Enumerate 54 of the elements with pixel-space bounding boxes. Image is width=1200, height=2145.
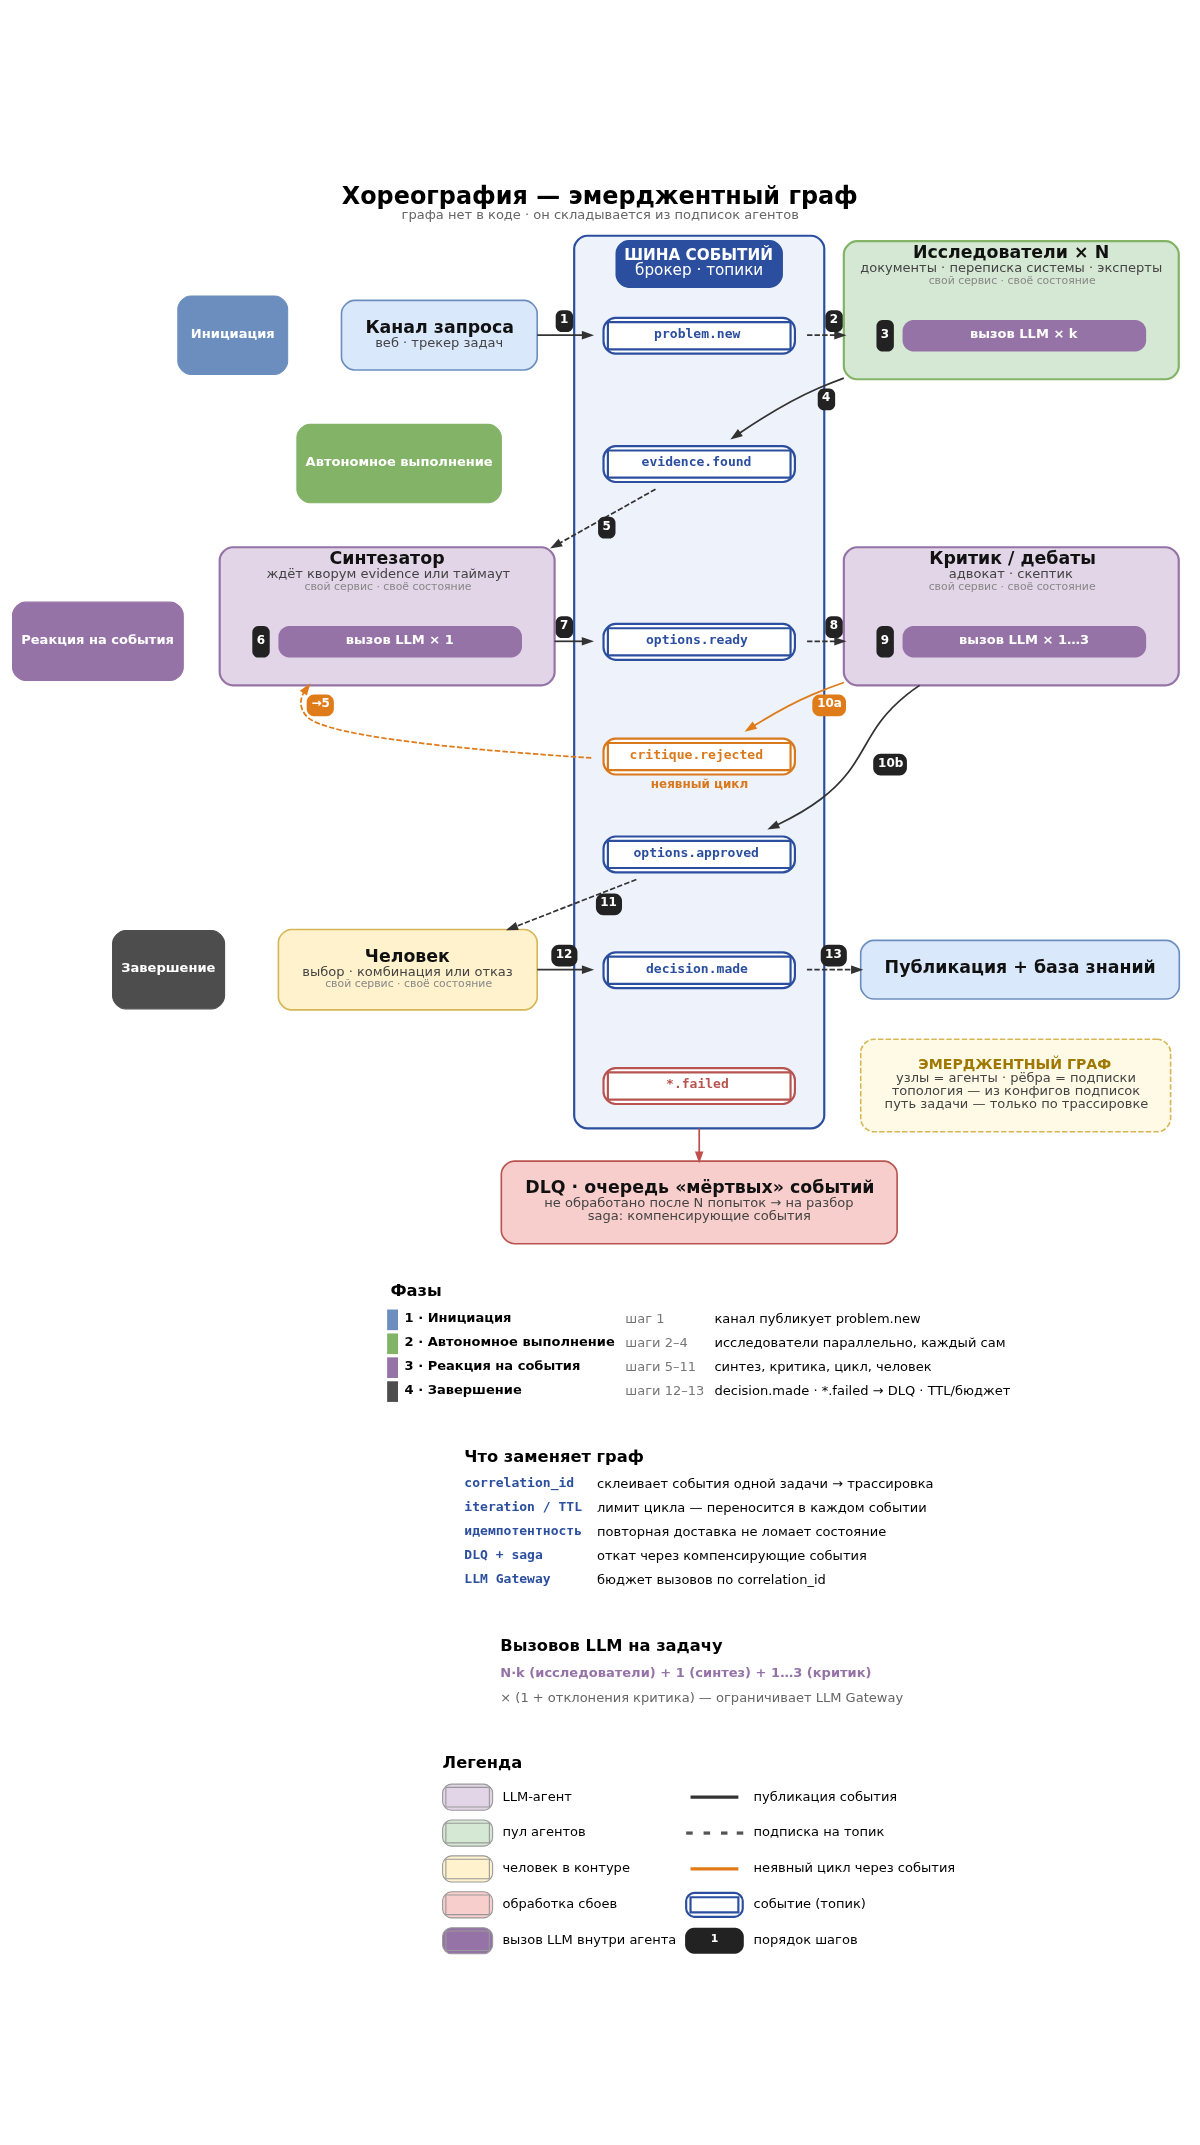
label: Что заменяет граф: [464, 1446, 644, 1466]
label: канал публикует problem.new: [714, 1310, 921, 1326]
label: лимит цикла — переносится в каждом событии: [597, 1499, 927, 1515]
edge-label: 1: [560, 311, 569, 326]
legend-label: публикация события: [753, 1788, 898, 1804]
label: склеивает события одной задачи → трассировка: [597, 1475, 934, 1491]
node-label: 3: [880, 326, 890, 341]
legend-label: вызов LLM внутри агента: [502, 1931, 677, 1947]
label: N·k (исследователи) + 1 (синтез) + 1…3 (критик): [500, 1664, 872, 1680]
label: шаг 1: [625, 1310, 665, 1326]
label: 3 · Реакция на события: [404, 1357, 581, 1373]
legend-label: обработка сбоев: [502, 1895, 618, 1911]
label: шаги 2–4: [625, 1334, 688, 1350]
label: decision.made · *.failed → DLQ · TTL/бюджет: [714, 1382, 1011, 1398]
edge-label: 13: [825, 946, 842, 961]
label: Вызовов LLM на задачу: [500, 1635, 723, 1655]
edge-label: 2: [829, 311, 839, 326]
edge-label: 11: [600, 894, 617, 909]
edge-label: 7: [560, 617, 569, 632]
label: Фазы: [390, 1280, 442, 1300]
label: Легенда: [442, 1752, 523, 1772]
label: iteration / TTL: [464, 1498, 583, 1514]
node-label: 9: [880, 632, 890, 647]
label: идемпотентность: [464, 1522, 583, 1538]
legend-label: событие (топик): [753, 1895, 866, 1911]
label: откат через компенсирующие события: [597, 1547, 867, 1563]
label: синтез, критика, цикл, человек: [714, 1358, 932, 1374]
diagram-title: Хореография — эмерджентный граф: [341, 181, 858, 210]
edge-label: →5: [311, 695, 330, 710]
legend-label: пул агентов: [502, 1823, 586, 1839]
node-label: 6: [256, 632, 265, 647]
label: бюджет вызовов по correlation_id: [597, 1571, 826, 1587]
label: исследователи параллельно, каждый сам: [714, 1334, 1006, 1350]
label: DLQ + saga: [464, 1546, 543, 1562]
label: шаги 5–11: [625, 1358, 697, 1374]
legend-label: неявный цикл через события: [753, 1859, 956, 1875]
label: повторная доставка не ломает состояние: [597, 1523, 887, 1539]
legend-label: человек в контуре: [502, 1859, 630, 1875]
label: 2 · Автономное выполнение: [404, 1333, 615, 1349]
label: 4 · Завершение: [404, 1381, 522, 1397]
edge-label: 10b: [878, 755, 904, 770]
label: correlation_id: [464, 1474, 575, 1490]
label: 1 · Инициация: [404, 1309, 512, 1325]
legend-label: LLM-агент: [502, 1788, 572, 1804]
label: LLM Gateway: [464, 1570, 551, 1586]
legend-label: подписка на топик: [753, 1823, 885, 1839]
edge-label: 8: [829, 617, 839, 632]
legend-label: порядок шагов: [753, 1931, 858, 1947]
node-label: неявный цикл: [650, 776, 749, 791]
label: 1: [710, 1931, 719, 1945]
label: шаги 12–13: [625, 1382, 705, 1398]
edge-label: 12: [555, 946, 573, 961]
label: × (1 + отклонения критика) — ограничивает LLM Gateway: [500, 1689, 904, 1705]
edge-label: 5: [602, 518, 611, 533]
